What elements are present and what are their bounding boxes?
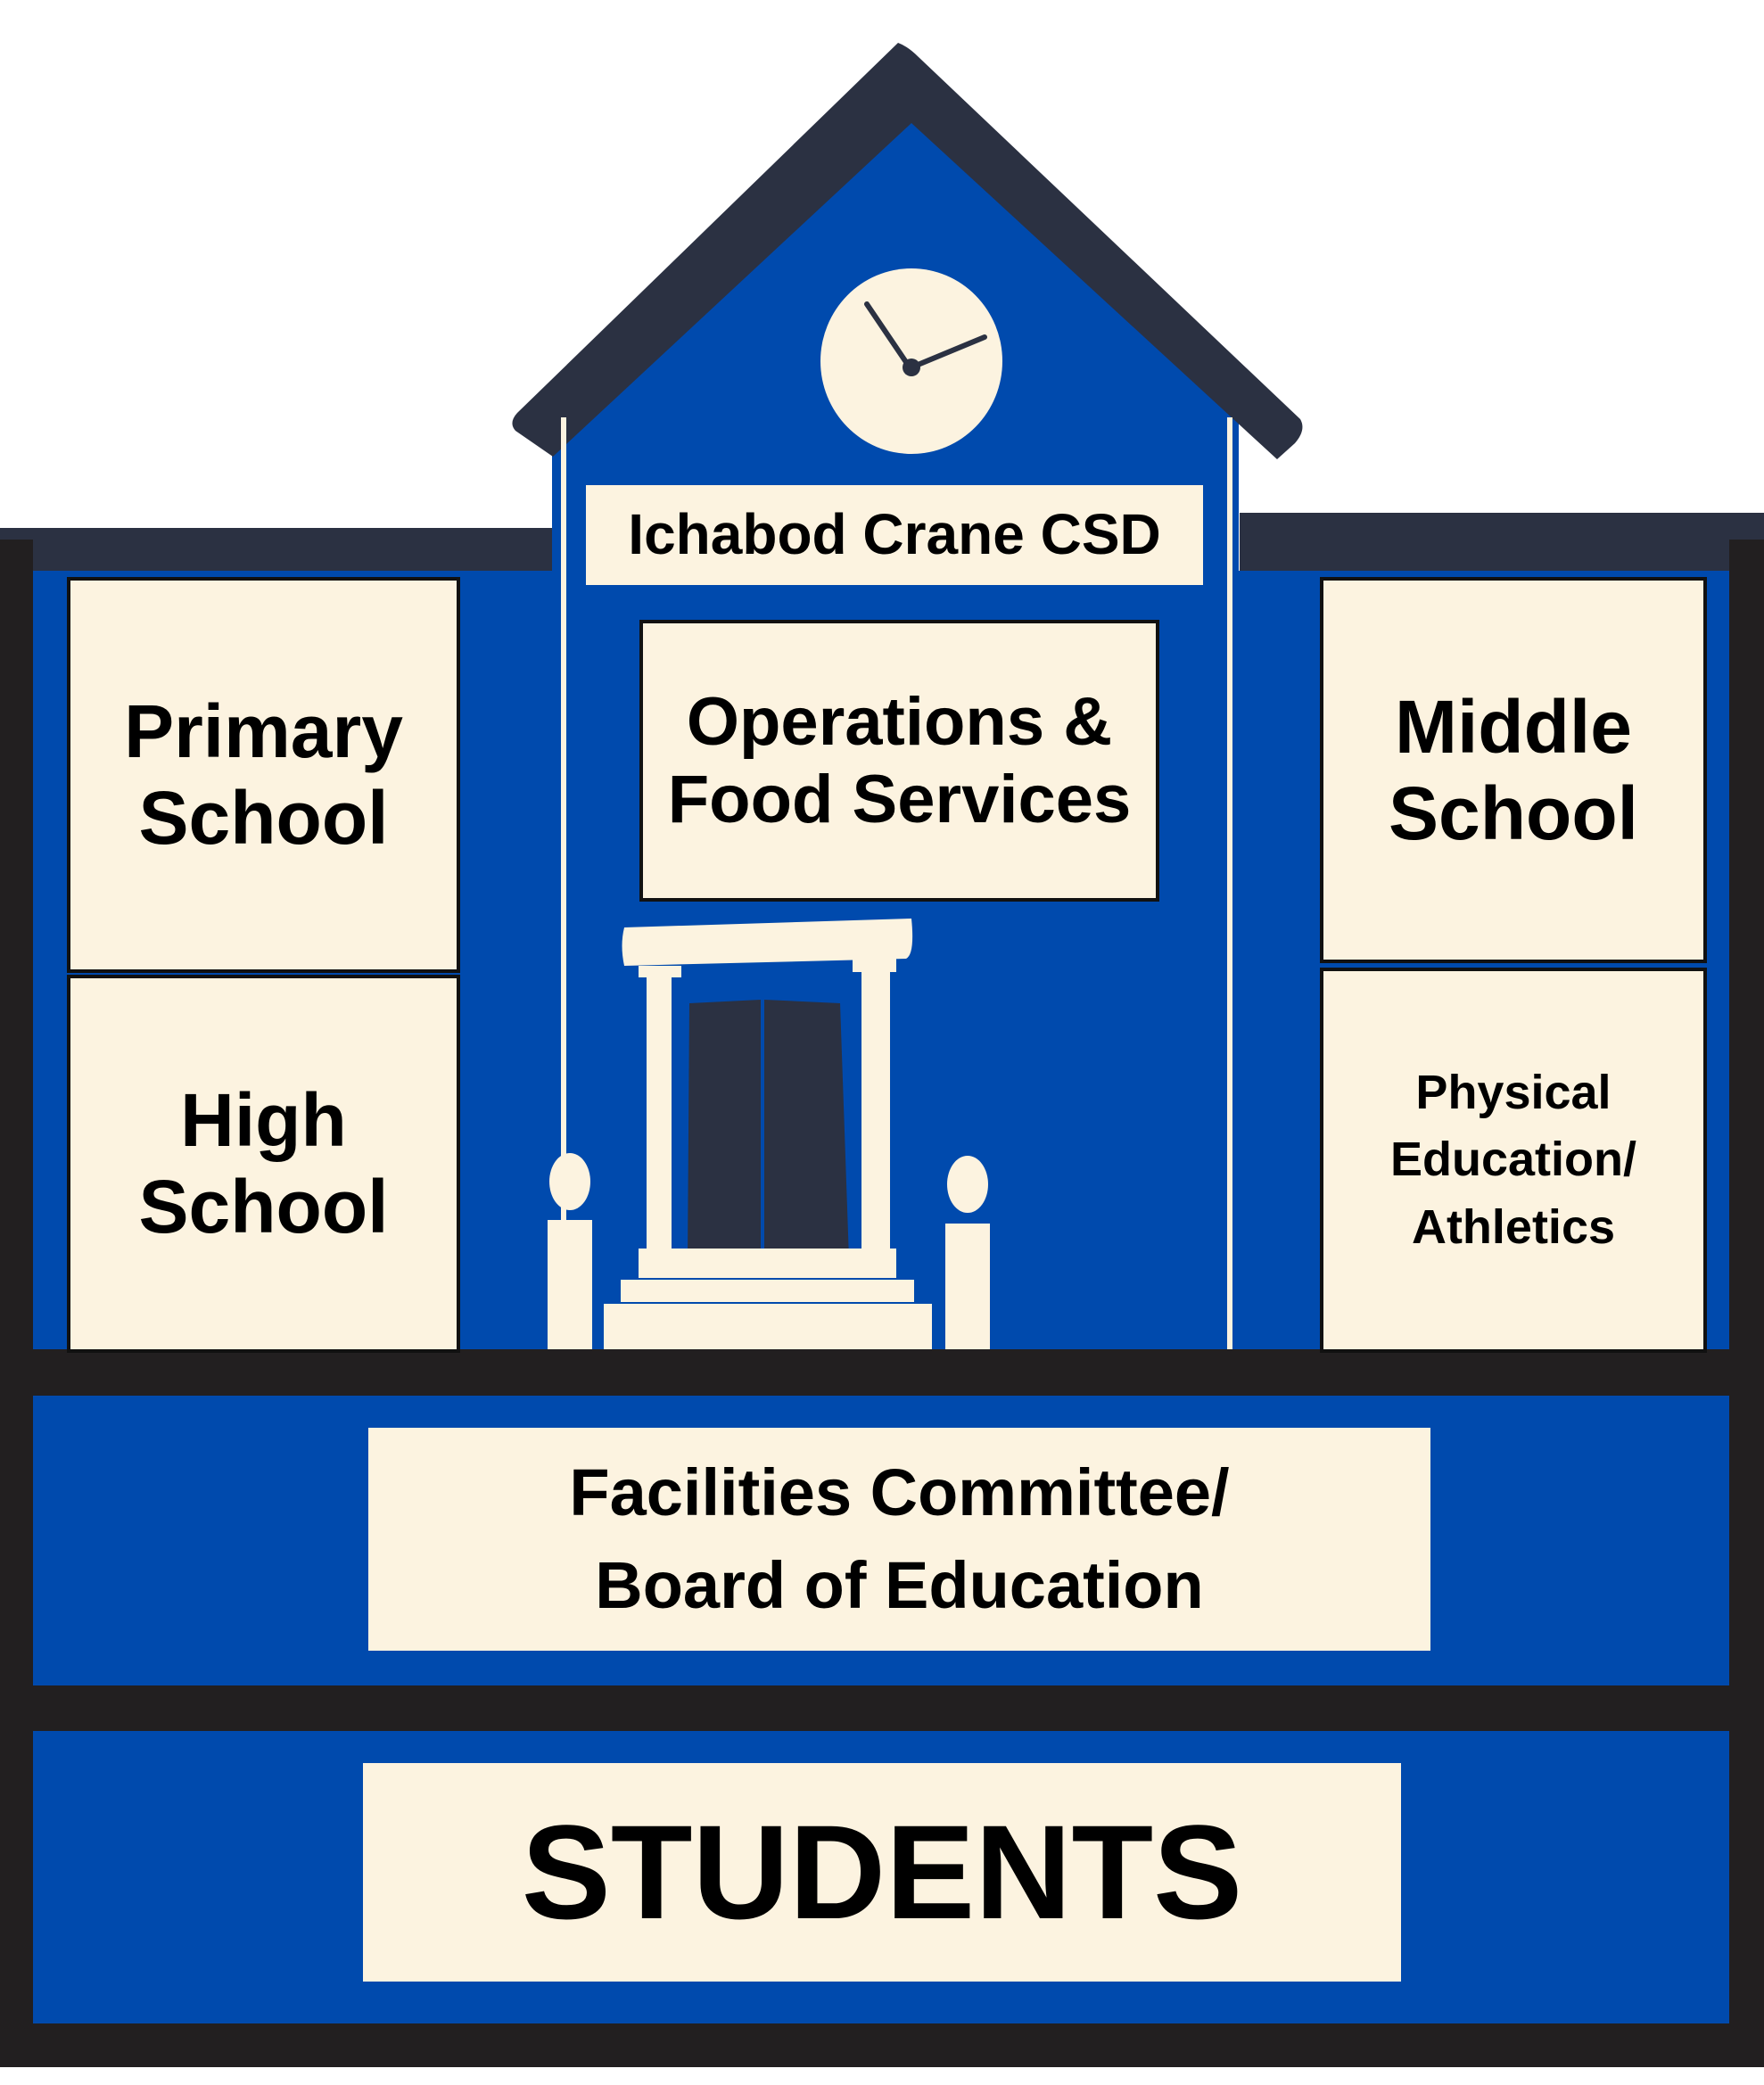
right-pole xyxy=(1227,417,1232,1349)
facilities-box: Facilities Committee/ Board of Education xyxy=(368,1428,1430,1651)
students-label: STUDENTS xyxy=(521,1797,1243,1948)
students-box: STUDENTS xyxy=(363,1763,1401,1982)
step-middle xyxy=(621,1280,914,1302)
clock-center xyxy=(903,358,920,376)
left-roof-band xyxy=(0,528,557,574)
step-bottom xyxy=(604,1304,932,1349)
floor-band-3 xyxy=(0,2023,1764,2067)
floor-band-1 xyxy=(0,1349,1764,1396)
right-column-cap xyxy=(853,958,896,972)
district-title-text: Ichabod Crane CSD xyxy=(628,502,1161,567)
right-bollard-ball xyxy=(947,1156,988,1213)
right-wall xyxy=(1729,540,1764,2067)
middle-school-label: Middle School xyxy=(1388,684,1638,855)
operations-box: Operations & Food Services xyxy=(639,620,1159,902)
physical-education-box: Physical Education/ Athletics xyxy=(1320,968,1707,1353)
right-column xyxy=(861,972,890,1249)
left-pole xyxy=(561,417,566,1349)
district-title: Ichabod Crane CSD xyxy=(586,485,1203,585)
clock-minute-hand xyxy=(909,334,987,370)
tower-gable xyxy=(552,98,1239,419)
portico-lintel xyxy=(622,919,913,966)
left-wall xyxy=(0,540,33,2067)
floor-band-2 xyxy=(0,1685,1764,1731)
physical-education-label: Physical Education/ Athletics xyxy=(1389,1065,1636,1254)
right-roof-band xyxy=(1240,513,1764,571)
left-column xyxy=(647,977,672,1249)
left-column-cap xyxy=(639,966,681,977)
door-right xyxy=(764,1000,849,1259)
roof xyxy=(512,43,1303,459)
middle-school-box: Middle School xyxy=(1320,577,1707,963)
step-top xyxy=(639,1249,896,1278)
primary-school-box: Primary School xyxy=(67,577,460,973)
high-school-box: High School xyxy=(67,975,460,1353)
primary-school-label: Primary School xyxy=(124,689,403,860)
clock-hour-hand xyxy=(864,301,912,370)
right-bollard xyxy=(945,1224,990,1349)
high-school-label: High School xyxy=(138,1078,389,1249)
left-bollard xyxy=(548,1220,592,1349)
operations-label: Operations & Food Services xyxy=(667,683,1132,837)
left-bollard-ball xyxy=(549,1153,590,1210)
door-left xyxy=(688,1000,761,1259)
facilities-label: Facilities Committee/ Board of Education xyxy=(569,1455,1230,1622)
